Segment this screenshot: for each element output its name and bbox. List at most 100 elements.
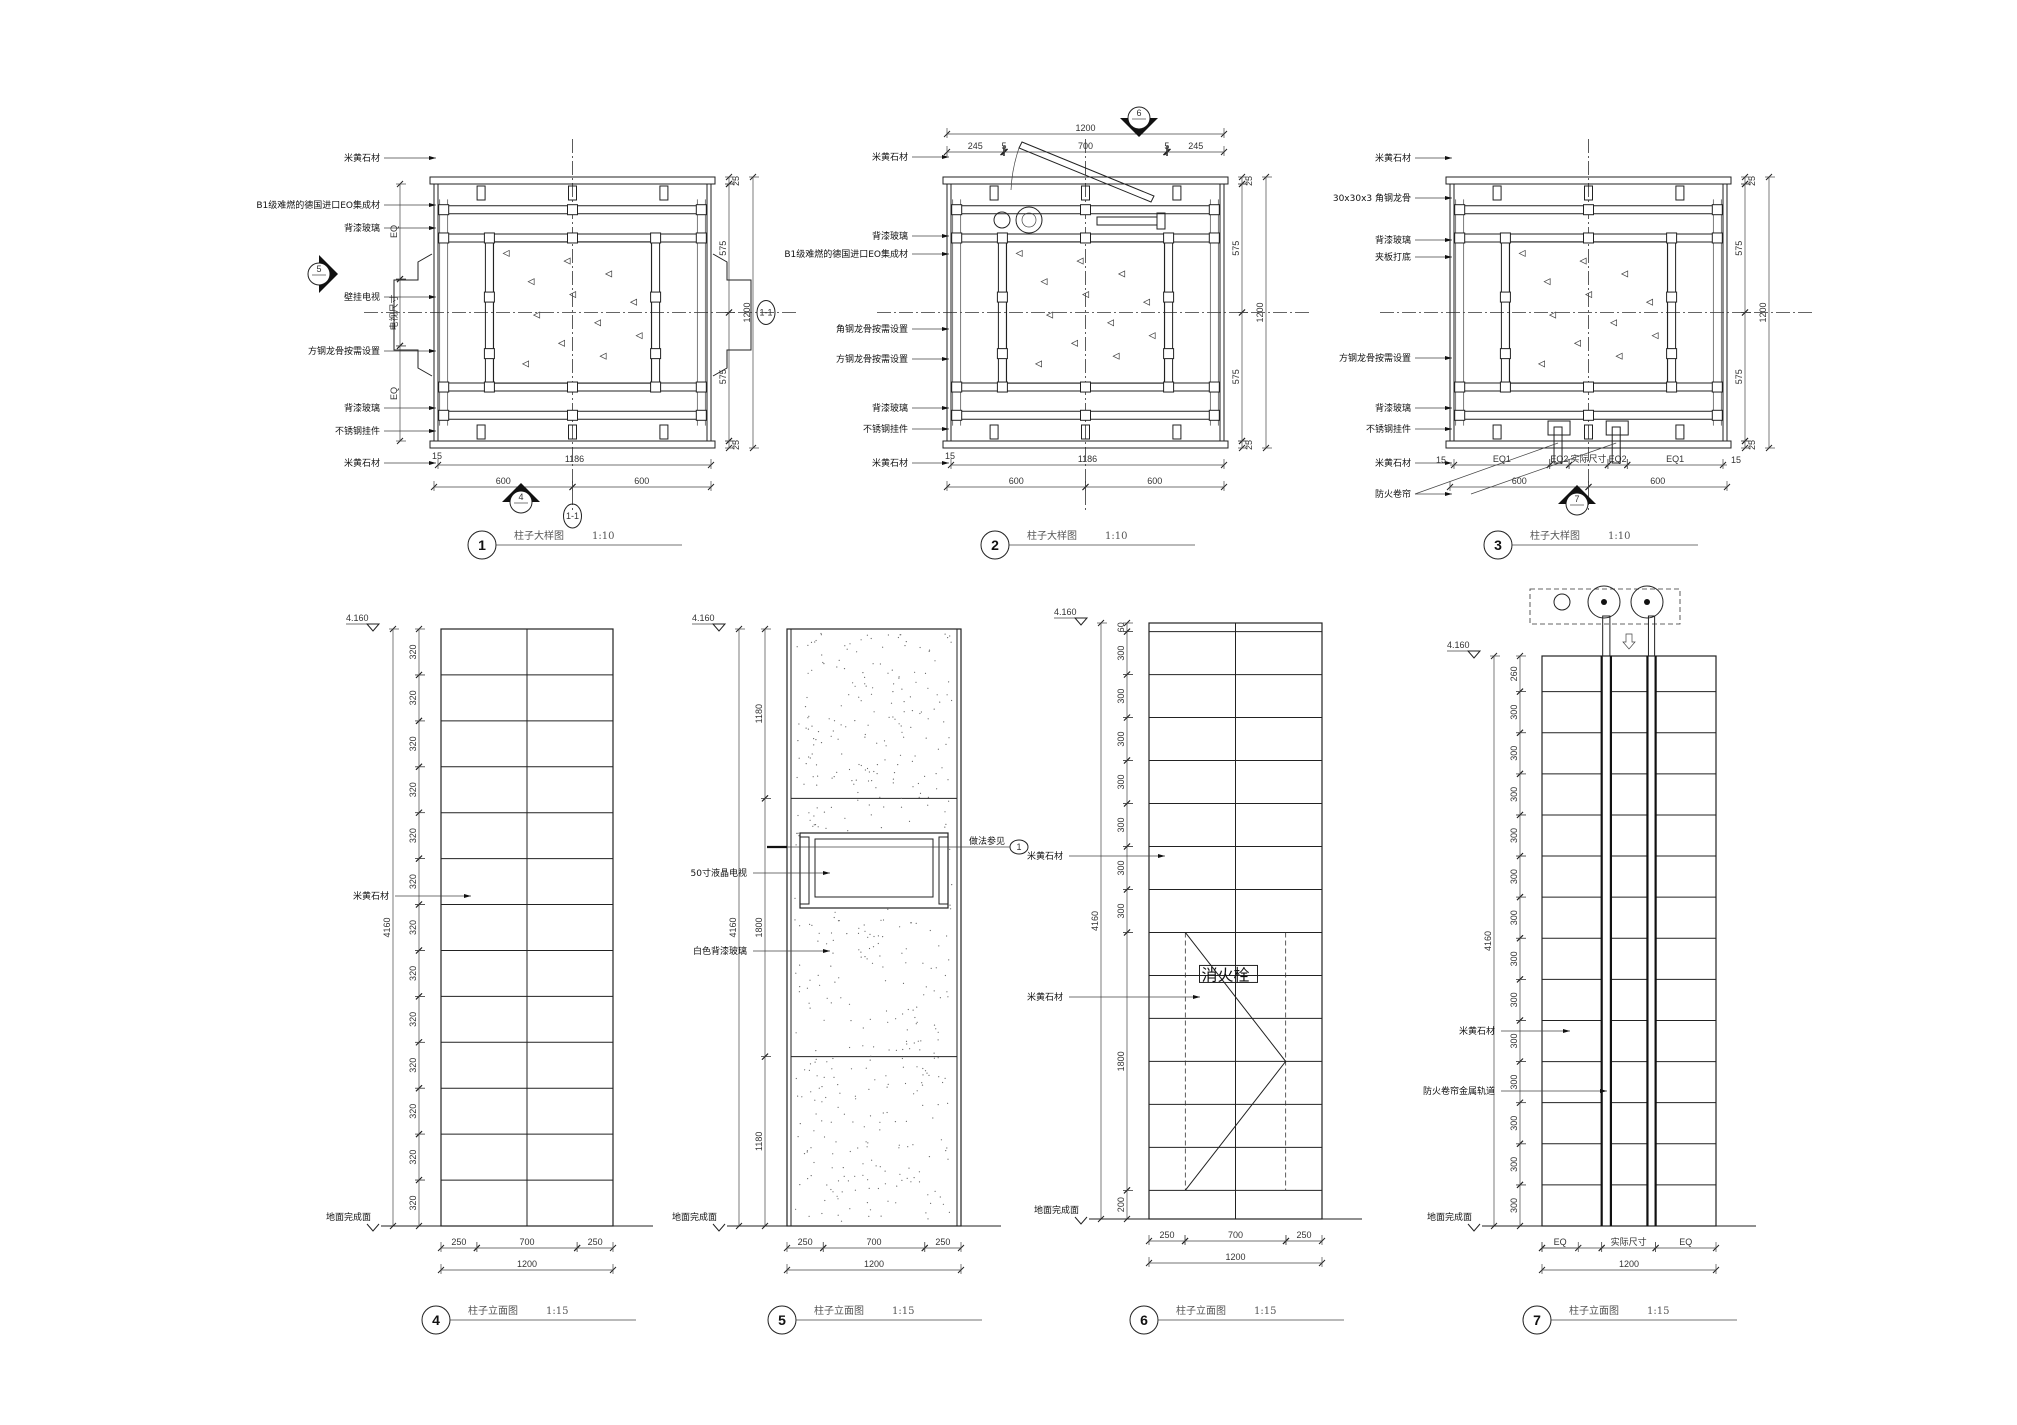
concrete-aggregate-mark: [1548, 311, 1557, 319]
speckle-dot: [833, 720, 836, 722]
speckle-dot: [820, 742, 823, 744]
dimension-label: 1200: [1255, 302, 1265, 322]
speckle-dot: [850, 1020, 852, 1022]
speckle-dot: [858, 763, 860, 766]
concrete-aggregate-mark: [1112, 352, 1120, 360]
steel-tube-section: [1208, 409, 1220, 421]
leader-arrow: [942, 461, 949, 465]
speckle-dot: [862, 1027, 864, 1029]
concrete-aggregate-mark: [1040, 278, 1048, 286]
dimension-label: 320: [408, 1196, 418, 1211]
stainless-hanger: [659, 185, 669, 201]
concrete-aggregate-mark: [1518, 249, 1526, 257]
steel-tube-section: [650, 381, 662, 393]
speckle-dot: [919, 646, 921, 649]
speckle-dot: [799, 964, 801, 966]
speckle-dot: [804, 706, 807, 708]
level-marker-icon: [1074, 1216, 1088, 1225]
speckle-dot: [863, 924, 865, 926]
speckle-dot: [816, 784, 818, 786]
speckle-dot: [851, 780, 853, 782]
stainless-hanger: [1172, 185, 1182, 201]
dimension-label: 600: [496, 476, 511, 486]
speckle-dot: [892, 716, 894, 718]
leader-line: [1470, 442, 1617, 495]
section-marker-number: 5: [316, 264, 321, 274]
steel-tube-section: [438, 204, 450, 216]
stainless-hanger: [476, 185, 486, 201]
speckle-dot: [832, 1191, 834, 1193]
speckle-dot: [944, 1077, 946, 1079]
tv-side-panel-left: [799, 836, 810, 905]
speckle-dot: [803, 783, 805, 785]
shutter-curtain: [1647, 615, 1656, 657]
dimension-label: 4160: [1483, 931, 1493, 951]
axis-tag-label: 1-1: [759, 308, 772, 318]
speckle-dot: [895, 1202, 897, 1204]
speckle-dot: [813, 1130, 815, 1132]
drawing-number: 1: [478, 537, 486, 553]
speckle-dot: [887, 1083, 889, 1085]
shutter-curtain: [1602, 615, 1611, 657]
speckle-dot: [928, 650, 930, 653]
leader-arrow: [1600, 1089, 1607, 1093]
stone-cladding-top: [429, 176, 716, 185]
speckle-dot: [898, 1147, 900, 1149]
speckle-dot: [891, 669, 893, 671]
dimension-label: 575: [718, 241, 728, 256]
speckle-dot: [870, 1055, 872, 1057]
speckle-dot: [869, 1059, 871, 1061]
speckle-dot: [925, 1212, 927, 1214]
speckle-dot: [887, 908, 889, 910]
drawing-scale: 1:10: [1105, 531, 1127, 542]
speckle-dot: [843, 668, 846, 670]
callout-label: 白色背漆玻璃: [693, 945, 747, 957]
speckle-dot: [876, 764, 879, 766]
dimension-label: 300: [1116, 646, 1126, 661]
dimension-label: 300: [1116, 775, 1126, 790]
speckle-dot: [844, 645, 846, 647]
dimension-label: 600: [1147, 476, 1162, 486]
steel-tube-section: [650, 291, 662, 303]
speckle-dot: [924, 1070, 927, 1072]
concrete-aggregate-mark: [1543, 278, 1551, 286]
speckle-dot: [796, 646, 798, 648]
speckle-dot: [945, 743, 947, 746]
dimension-label: EQ: [1554, 1237, 1567, 1247]
concrete-aggregate-mark: [1081, 290, 1090, 299]
steel-tube-section: [567, 232, 578, 244]
speckle-dot: [797, 1136, 799, 1138]
dimension-label: 25: [1244, 176, 1254, 186]
dimension-label: 1186: [565, 454, 584, 464]
speckle-dot: [902, 1048, 904, 1051]
speckle-dot: [865, 1067, 867, 1069]
steel-tube-section: [1499, 232, 1511, 244]
level-marker-icon: [712, 1223, 726, 1232]
level-top-label: 4.160: [1447, 640, 1470, 650]
speckle-dot: [832, 1057, 834, 1060]
dimension-label: 320: [408, 966, 418, 981]
speckle-dot: [849, 1046, 851, 1049]
drawing-scale: 1:10: [1608, 531, 1630, 542]
speckle-dot: [922, 962, 924, 964]
dimension-label: 600: [1650, 476, 1665, 486]
speckle-dot: [941, 767, 943, 769]
speckle-dot: [849, 1208, 851, 1210]
speckle-dot: [794, 919, 796, 921]
speckle-dot: [831, 1167, 833, 1169]
speckle-dot: [876, 773, 878, 775]
dimension-label: 300: [1116, 817, 1126, 832]
speckle-dot: [815, 1050, 817, 1052]
dimension-label: 5: [1164, 141, 1169, 151]
speckle-dot: [902, 1013, 904, 1015]
tv-side-panel-right: [938, 836, 949, 905]
steel-tube-section: [1454, 381, 1466, 393]
drawing-title: 柱子大样图: [1530, 529, 1580, 542]
leader-arrow: [429, 429, 436, 433]
speckle-dot: [796, 776, 798, 779]
speckle-dot: [812, 825, 814, 827]
leader-arrow: [1563, 1029, 1570, 1033]
dimension-label: 300: [1116, 903, 1126, 918]
steel-tube-section: [483, 232, 495, 244]
steel-tube-section: [695, 409, 707, 421]
